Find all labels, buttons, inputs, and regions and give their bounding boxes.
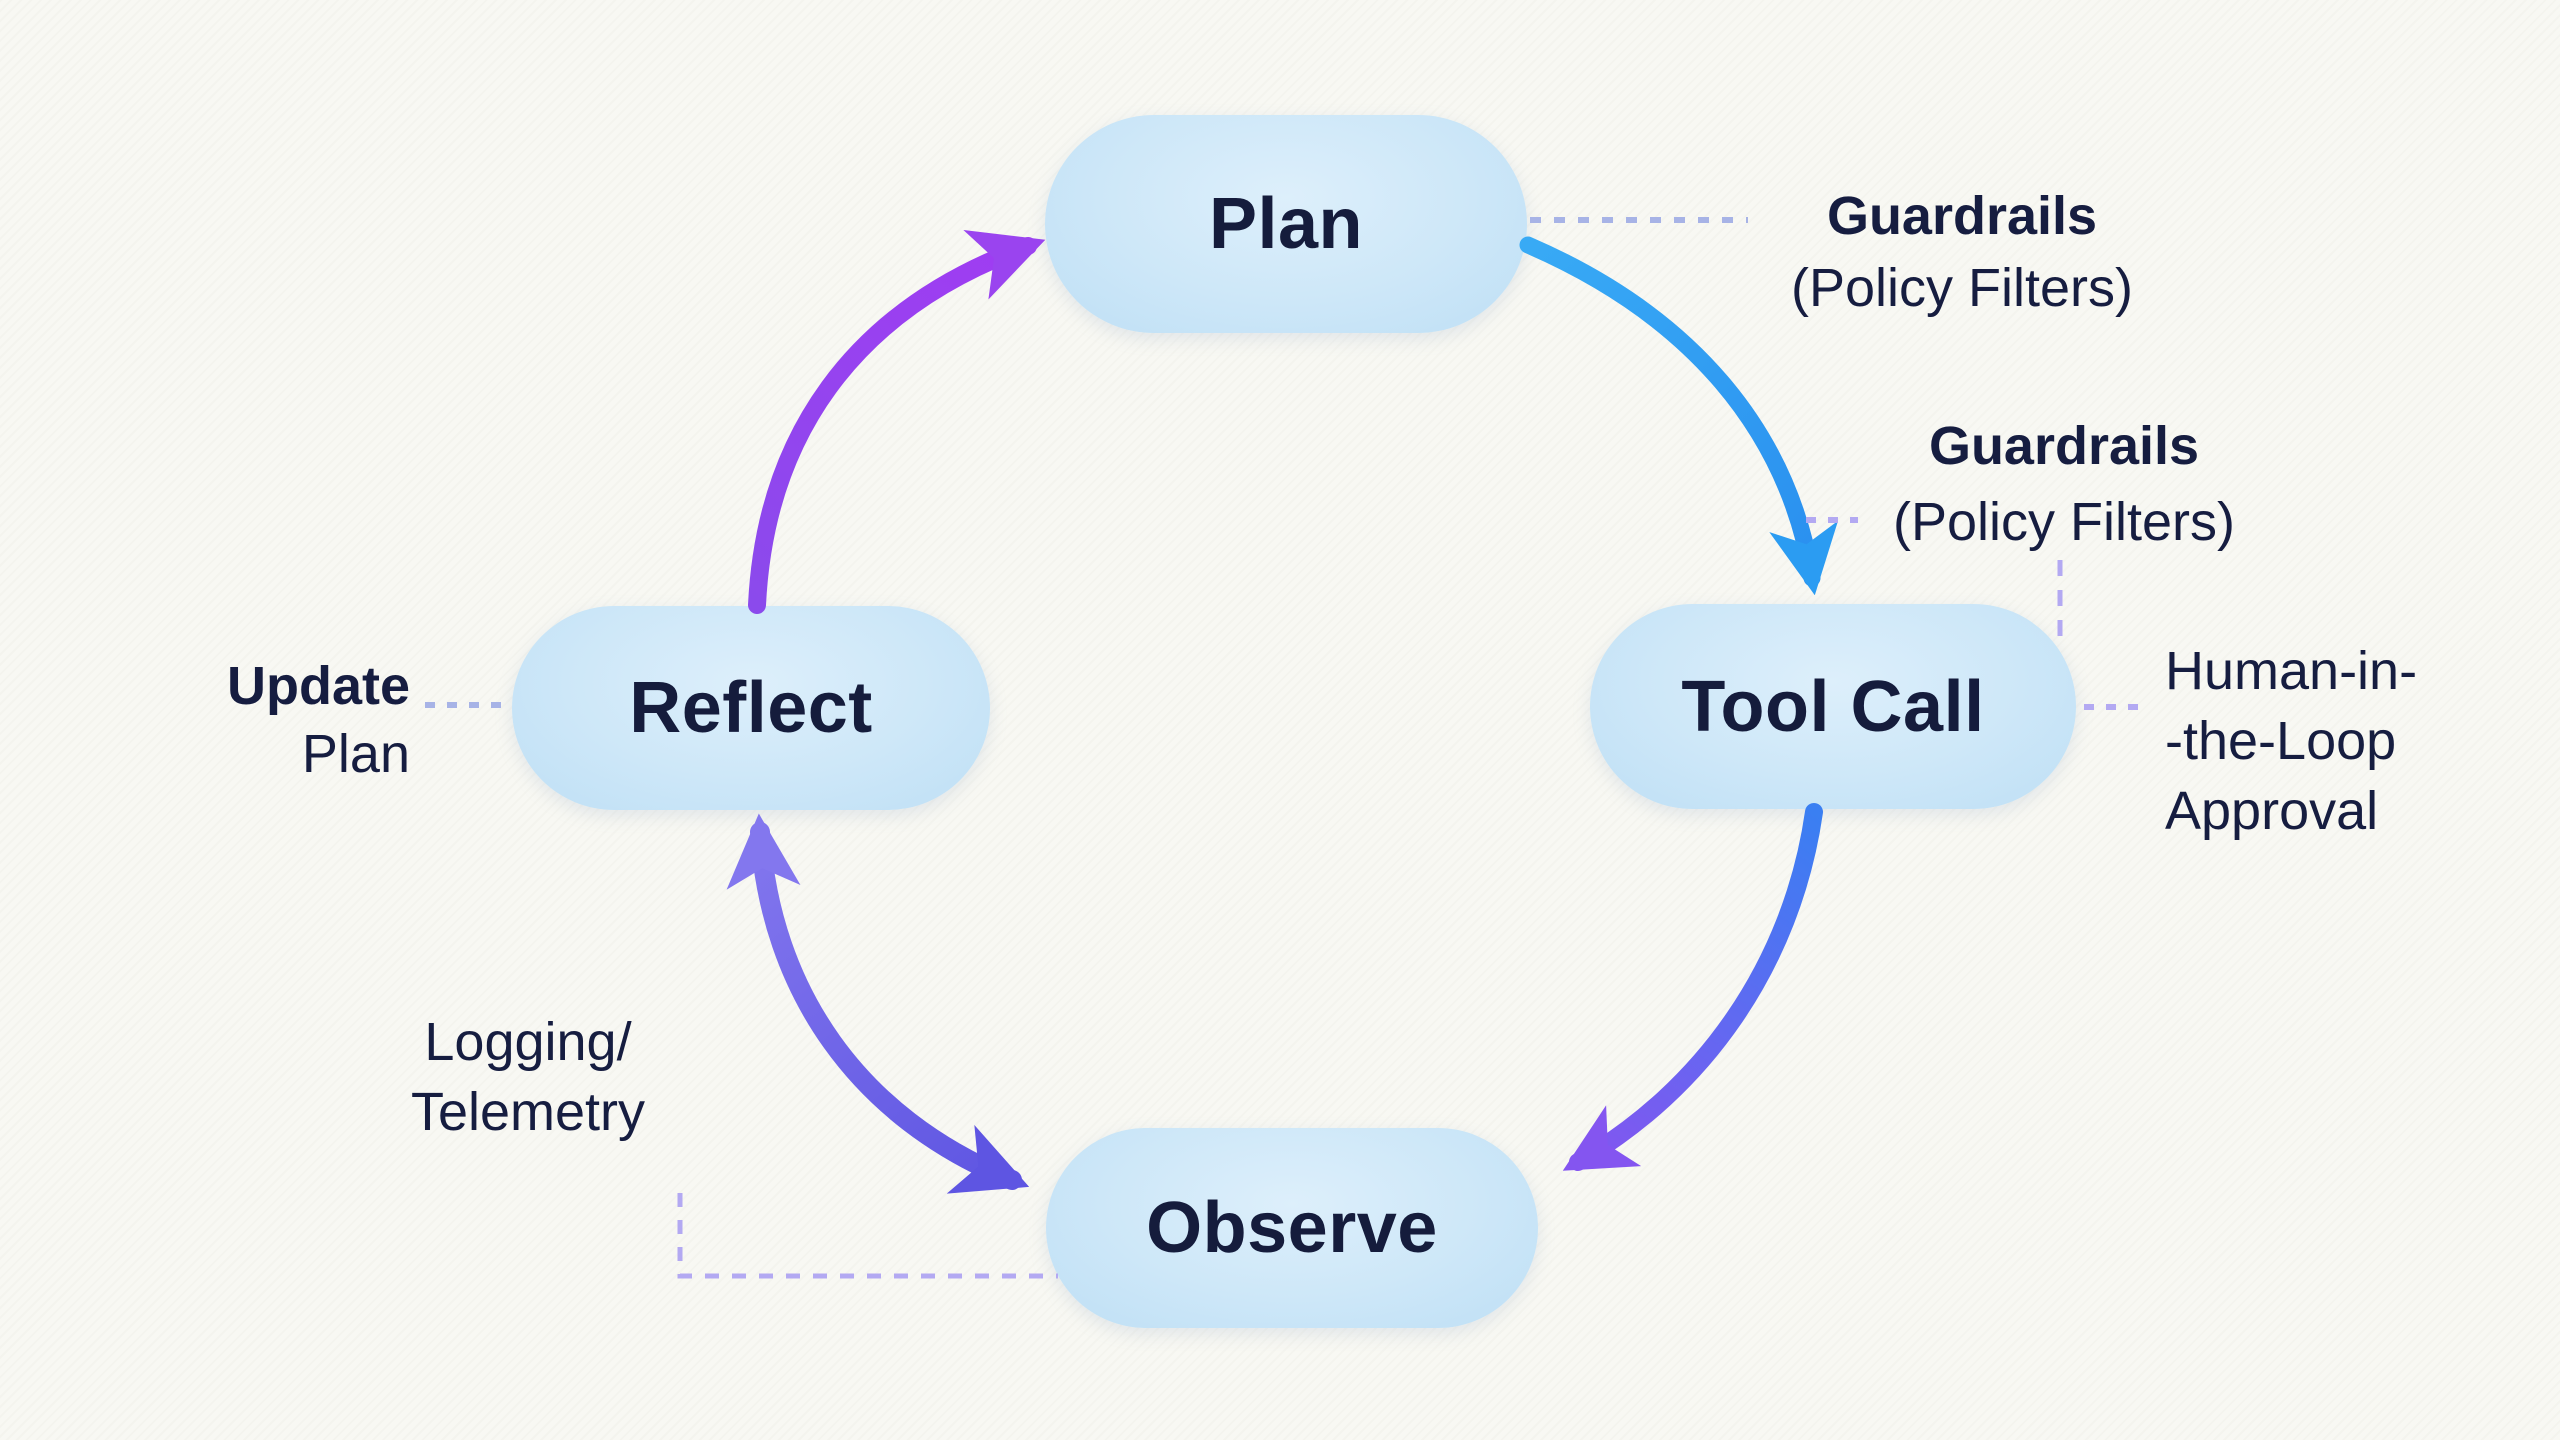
- annotation-guardrails-plan: Guardrails (Policy Filters): [1791, 180, 2133, 324]
- annotation-guardrails-tool-call-line1: Guardrails: [1928, 416, 2200, 476]
- annotation-guardrails-tool-call-line2: (Policy Filters): [1892, 492, 2236, 552]
- node-observe: Observe: [1046, 1128, 1538, 1328]
- annotation-update-plan: Update Plan: [227, 652, 410, 788]
- arrow-tool-call-to-observe: [1562, 803, 1823, 1171]
- annotation-hitl-line1: Human-in-: [2165, 641, 2418, 701]
- annotation-hitl-line2: -the-Loop: [2165, 711, 2397, 771]
- node-observe-label: Observe: [1146, 1188, 1438, 1268]
- annotation-guardrails-tool-call: Guardrails (Policy Filters): [1893, 408, 2235, 560]
- annotation-human-in-the-loop: Human-in- -the-Loop Approval: [2165, 636, 2417, 846]
- annotation-logging-line2: Telemetry: [410, 1082, 646, 1142]
- arrow-plan-to-tool-call: [1519, 236, 1839, 596]
- arrow-observe-reflect-bidirectional: [726, 813, 1030, 1194]
- arrow-reflect-to-plan: [748, 230, 1046, 614]
- node-tool-call-label: Tool Call: [1681, 666, 1985, 747]
- annotation-update-plan-line2: Plan: [301, 724, 410, 784]
- annotation-logging-line1: Logging/: [424, 1012, 632, 1072]
- annotation-guardrails-plan-line1: Guardrails: [1826, 186, 2098, 246]
- connector-logging-to-observe: [677, 1193, 1058, 1279]
- annotation-logging-telemetry: Logging/ Telemetry: [411, 1007, 645, 1147]
- node-reflect: Reflect: [512, 606, 990, 810]
- node-plan-label: Plan: [1208, 184, 1364, 264]
- annotation-update-plan-line1: Update: [226, 656, 410, 716]
- node-reflect-label: Reflect: [629, 668, 873, 748]
- node-tool-call: Tool Call: [1590, 604, 2076, 809]
- annotation-hitl-line3: Approval: [2165, 781, 2379, 841]
- node-plan: Plan: [1045, 115, 1527, 333]
- annotation-guardrails-plan-line2: (Policy Filters): [1790, 258, 2134, 318]
